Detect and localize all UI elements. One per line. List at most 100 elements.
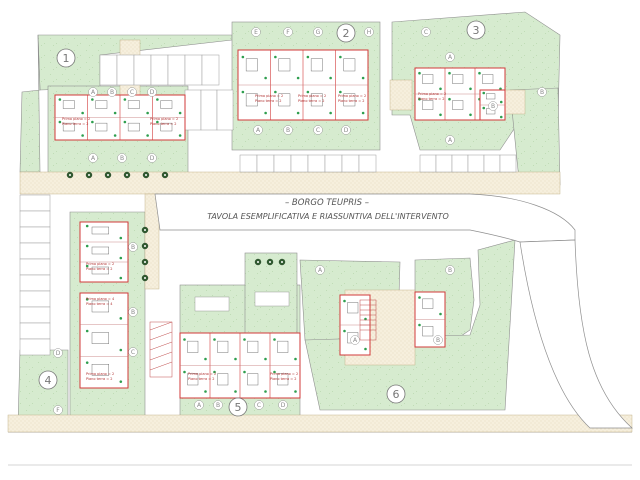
- note-ground-floor: Piano terra = 2: [338, 99, 365, 103]
- lot-number-3: 3: [466, 20, 486, 40]
- unit-letter-text: C: [424, 29, 428, 36]
- unit-letter: C: [254, 400, 264, 410]
- room: [310, 93, 323, 107]
- entrance-marker: [364, 317, 367, 321]
- parking-stall: [19, 306, 51, 324]
- tree-trunk: [257, 261, 259, 263]
- parking-stall: [19, 290, 51, 308]
- room: [187, 373, 199, 386]
- unit-letter: F: [53, 405, 63, 415]
- entrance-marker: [264, 111, 267, 115]
- unit-letter: D: [53, 348, 63, 358]
- room: [247, 373, 259, 386]
- note-upper-floor: Primo piano = 2: [62, 117, 90, 121]
- entrance-marker: [343, 329, 346, 333]
- unit-letter-text: B: [286, 127, 290, 134]
- unit-letter-text: B: [110, 89, 114, 96]
- unit-letter-text: A: [256, 127, 261, 134]
- entrance-marker: [306, 55, 310, 59]
- building: [54, 94, 186, 141]
- note-ground-floor: Piano terra = 2: [418, 97, 445, 101]
- entrance-marker: [119, 256, 123, 260]
- unit-letter-text: D: [56, 350, 61, 357]
- unit-letter: F: [283, 27, 293, 37]
- tree: [141, 226, 149, 234]
- unit-letter-circle: [127, 87, 137, 97]
- room: [91, 226, 109, 235]
- entrance-marker: [482, 106, 486, 110]
- tree: [141, 242, 149, 250]
- tree: [278, 258, 286, 266]
- entrance-marker: [448, 71, 451, 75]
- unit-letter-circle: [128, 307, 138, 317]
- unit-letter: A: [194, 400, 204, 410]
- entrance-marker: [306, 90, 310, 94]
- unit-letter-text: C: [131, 349, 135, 356]
- lot-number-5: 5: [228, 397, 248, 417]
- room: [278, 58, 291, 72]
- parking-stall: [200, 89, 218, 131]
- room: [217, 340, 229, 353]
- entrance-marker: [113, 111, 117, 115]
- building-outline: [79, 221, 129, 283]
- entrance-marker: [418, 97, 421, 101]
- unit-letter: C: [313, 125, 323, 135]
- entrance-marker: [439, 87, 442, 91]
- tree: [104, 171, 112, 179]
- parking-stall: [99, 54, 118, 86]
- unit-letter-text: G: [316, 29, 321, 36]
- unit-letter-text: C: [130, 89, 134, 96]
- note-ground-floor: Piano terra = 2: [188, 377, 215, 381]
- unit-letter: A: [350, 335, 360, 345]
- parking-stall: [239, 154, 258, 173]
- entrance-marker: [85, 361, 89, 364]
- parking-stall: [19, 338, 51, 356]
- unit-letter: E: [251, 27, 261, 37]
- unit-letter: C: [128, 347, 138, 357]
- building: [179, 332, 301, 399]
- parking-stall: [256, 154, 275, 173]
- tree: [141, 274, 149, 282]
- unit-letter: B: [213, 400, 223, 410]
- parking-stall: [419, 154, 437, 173]
- unit-letter: D: [147, 153, 157, 163]
- unit-letter: B: [433, 335, 443, 345]
- entrance-marker: [234, 390, 237, 393]
- entrance-marker: [418, 296, 421, 299]
- entrance-marker: [296, 111, 300, 115]
- note-ground-floor: Piano terra = 2: [255, 99, 282, 103]
- entrance-marker: [499, 100, 503, 104]
- room: [422, 100, 434, 110]
- unit-letter-text: F: [56, 407, 60, 414]
- room: [422, 298, 434, 309]
- unit-letter: D: [278, 400, 288, 410]
- entrance-marker: [273, 370, 276, 374]
- unit-letter: A: [88, 87, 98, 97]
- room: [95, 122, 108, 132]
- room: [160, 122, 173, 132]
- plan-title: – BORGO TEUPRIS –: [285, 198, 369, 208]
- unit-letter-text: A: [353, 337, 358, 344]
- room: [187, 340, 199, 353]
- unit-letter-text: C: [257, 402, 261, 409]
- note-ground-floor: Piano terra = 2: [298, 99, 325, 103]
- unit-letter: B: [445, 265, 455, 275]
- entrance-marker: [482, 91, 486, 95]
- unit-letter-circle: [107, 87, 117, 97]
- entrance-marker: [213, 370, 216, 374]
- unit-letter: B: [537, 87, 547, 97]
- room: [482, 74, 494, 84]
- building-outline: [79, 292, 129, 389]
- note-ground-floor: Piano terra = 2: [150, 122, 177, 126]
- entrance-marker: [183, 338, 186, 341]
- entrance-marker: [329, 76, 332, 80]
- parking-stall: [273, 154, 292, 173]
- unit-letter-text: B: [131, 309, 135, 316]
- tree: [142, 171, 150, 179]
- room: [245, 93, 258, 107]
- parking-stall: [341, 154, 360, 173]
- parking-stall: [216, 89, 234, 131]
- entrance-marker: [119, 236, 123, 240]
- note-ground-floor: Piano terra = 2: [86, 377, 113, 381]
